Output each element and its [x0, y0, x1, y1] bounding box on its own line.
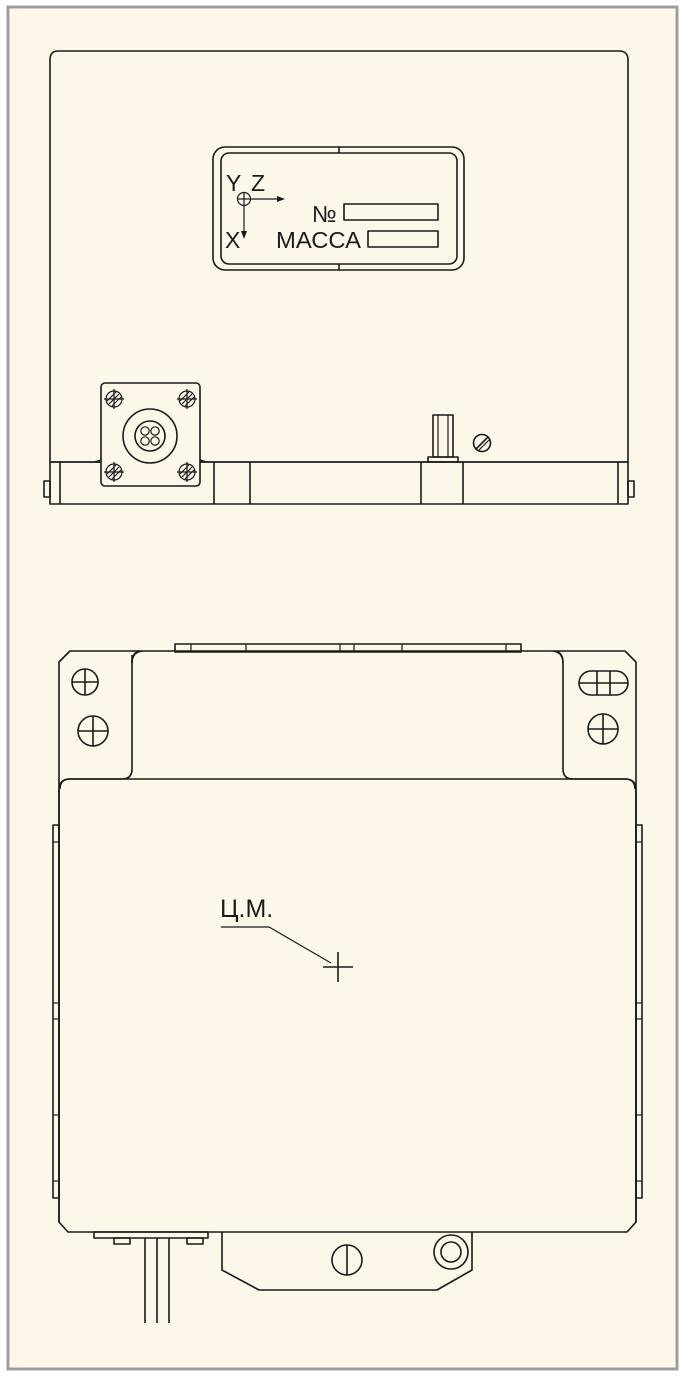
circular-connector-icon: [94, 382, 207, 487]
bottom-view-body: [58, 778, 637, 1233]
bushing-icon: [433, 1234, 469, 1270]
cable-clamp: [93, 1231, 209, 1323]
bottom-view: Ц.М.: [52, 643, 643, 1323]
left-side-rail: [52, 824, 60, 1199]
axis-symbol-icon: [236, 191, 285, 239]
slotted-screw-icon: [331, 1244, 363, 1276]
right-side-rail: [635, 824, 643, 1199]
mass-label: МАССА: [276, 227, 362, 253]
connector-screw-icon: [177, 389, 197, 409]
axis-y-label: Y: [226, 170, 241, 196]
center-of-mass-label: Ц.М.: [220, 895, 273, 923]
center-of-mass-leader: [221, 926, 332, 964]
bottom-bracket: [221, 1232, 473, 1291]
top-view: Y Z X № МАССА: [43, 50, 635, 505]
nameplate: Y Z X № МАССА: [212, 146, 465, 271]
axis-x-label: X: [225, 227, 240, 253]
connector-screw-icon: [104, 389, 124, 409]
mass-field: [367, 230, 439, 248]
mounting-hole-icon: [587, 713, 619, 745]
crosshair-icon: [323, 952, 353, 982]
slotted-mounting-hole-icon: [578, 670, 629, 696]
mounting-hole-icon: [77, 715, 109, 747]
axis-z-label: Z: [251, 170, 265, 196]
drawing-frame: [6, 5, 679, 1371]
number-field: [343, 203, 439, 221]
slotted-screw-icon: [472, 433, 492, 453]
mounting-hole-icon: [71, 668, 99, 696]
number-label: №: [312, 201, 337, 227]
connector-screw-icon: [104, 462, 124, 482]
connector-flange: [100, 382, 201, 487]
connector-screw-icon: [177, 462, 197, 482]
adjustment-post: [427, 414, 459, 463]
